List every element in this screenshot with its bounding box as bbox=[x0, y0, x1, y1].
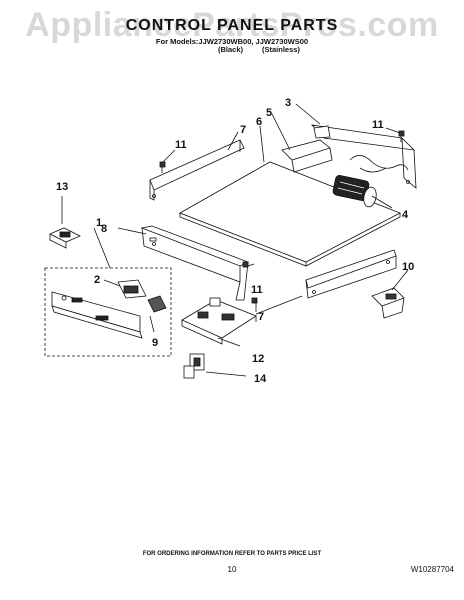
part-clip bbox=[371, 287, 405, 319]
page-title: CONTROL PANEL PARTS bbox=[125, 17, 339, 34]
wire-harness bbox=[349, 155, 409, 173]
model-list: For Models:JJW2730WB00, JJW2730WS00 bbox=[155, 37, 309, 46]
document-number: W10287704 bbox=[410, 565, 454, 574]
callout-7-lower: 7 bbox=[258, 311, 264, 323]
part-left-rail bbox=[149, 139, 245, 201]
callout-1: 1 bbox=[96, 217, 102, 229]
ordering-note: FOR ORDERING INFORMATION REFER TO PARTS … bbox=[142, 551, 322, 557]
callout-6: 6 bbox=[256, 116, 262, 128]
callout-2: 2 bbox=[94, 274, 100, 286]
screw-icon bbox=[159, 161, 166, 173]
part-top-panel bbox=[179, 161, 401, 267]
part-fan-motor bbox=[332, 175, 377, 208]
page-number: 10 bbox=[227, 565, 237, 574]
part-bracket bbox=[310, 124, 417, 189]
callout-4: 4 bbox=[402, 209, 409, 221]
part-control-panel-group bbox=[44, 267, 172, 357]
callout-11-left: 11 bbox=[175, 139, 187, 151]
callout-12: 12 bbox=[252, 353, 264, 365]
callout-13: 13 bbox=[56, 181, 68, 193]
part-control-board bbox=[181, 297, 257, 345]
part-relay bbox=[183, 353, 205, 379]
callout-14: 14 bbox=[254, 373, 267, 385]
watermark: AppliancePartsPros.com bbox=[25, 6, 439, 44]
part-front-rail bbox=[140, 225, 249, 301]
callout-3: 3 bbox=[285, 97, 291, 109]
variant-stainless-label: (Stainless) bbox=[262, 45, 300, 54]
callout-5: 5 bbox=[266, 107, 272, 119]
callout-11-middle: 11 bbox=[251, 284, 263, 296]
part-display-board bbox=[117, 279, 147, 299]
screw-icon bbox=[242, 261, 258, 304]
callout-9: 9 bbox=[152, 337, 158, 349]
callout-10: 10 bbox=[402, 261, 414, 273]
part-small-bracket bbox=[281, 139, 333, 173]
variant-black-label: (Black) bbox=[218, 45, 244, 54]
part-grille bbox=[147, 295, 167, 313]
part-right-rail bbox=[305, 249, 397, 299]
part-switch bbox=[49, 227, 81, 249]
callout-7-upper: 7 bbox=[240, 124, 246, 136]
callout-11-right: 11 bbox=[372, 119, 384, 131]
callout-8: 8 bbox=[101, 223, 107, 235]
leader-lines bbox=[61, 103, 409, 377]
screw-icon bbox=[398, 130, 405, 142]
